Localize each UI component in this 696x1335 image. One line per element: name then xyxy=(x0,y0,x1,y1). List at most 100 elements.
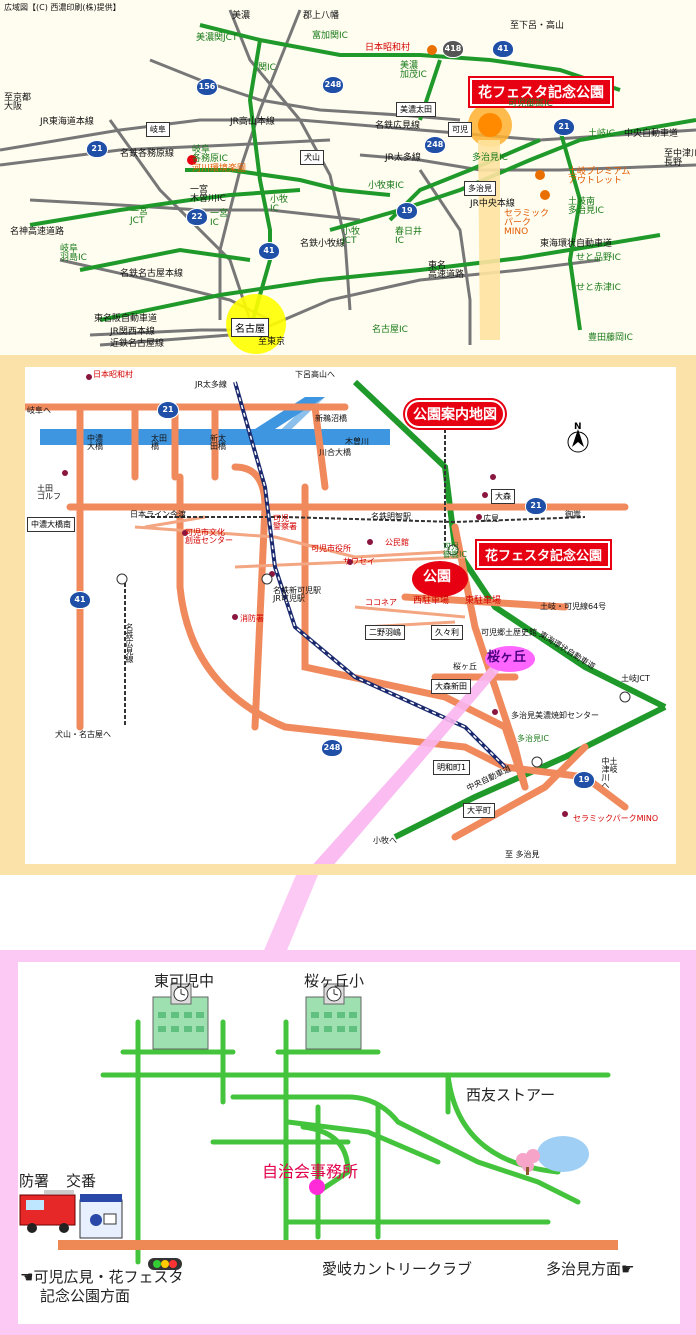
label-jr-takayama: JR高山本線 xyxy=(230,117,275,127)
label-minoh: 美濃 xyxy=(232,11,251,21)
sakuragaoka-es-label: 桜ヶ丘小 xyxy=(304,972,365,990)
route-22-shield: 22 xyxy=(186,208,208,226)
local-area-map: 東可児中 桜ヶ丘小 西友ストアー 自治会事務所 消防署 交番 ☚可児広見・花フェ… xyxy=(18,962,680,1324)
pm-fire: 消防署 xyxy=(240,614,264,623)
label-showamura: 日本昭和村 xyxy=(365,43,411,53)
pm-nijutsu: 二野羽嶋 xyxy=(365,625,405,640)
route-19-shield: 19 xyxy=(396,202,418,220)
label-minoseki-jct: 美濃関JCT xyxy=(196,33,238,43)
label-hashima: 岐阜 羽島IC xyxy=(60,244,87,263)
pm-city-hall: 可児市役所 xyxy=(311,544,351,553)
traffic-light-icon xyxy=(148,1258,182,1270)
aigi-country-club-label: 愛岐カントリークラブ xyxy=(322,1260,473,1278)
label-inuyama: 犬山 xyxy=(300,150,324,165)
pm-gero: 下呂高山へ xyxy=(295,370,335,379)
route-41-shield-s: 41 xyxy=(258,242,280,260)
label-komaki-line: 名鉄小牧線 xyxy=(300,239,346,249)
pm-route-41: 41 xyxy=(69,591,91,609)
label-meishin: 名神高速道路 xyxy=(10,227,65,237)
label-jr-taita: JR太多線 xyxy=(385,153,421,163)
park-map-title: 公園案内地図 xyxy=(405,400,505,428)
pm-toki-nakatsugawa: 土岐 中津川へ xyxy=(601,757,618,789)
police-box-icon xyxy=(79,1194,123,1239)
fire-station-label: 消防署 xyxy=(18,1172,50,1190)
pm-route-21-w: 21 xyxy=(157,401,179,419)
label-gujo: 郡上八幡 xyxy=(303,11,340,21)
sakuragaoka-label: 桜ヶ丘 xyxy=(487,650,527,665)
label-seki-ic: 関IC xyxy=(258,63,276,73)
label-komaki-ic: 小牧 IC xyxy=(270,195,289,214)
pm-kawai: 川合大橋 xyxy=(319,448,351,457)
label-seto-shinano: せと品野IC xyxy=(576,253,621,263)
label-komaki-jct: 小牧 JCT xyxy=(342,227,361,246)
label-premium: 土岐プレミアム アウトレット xyxy=(568,167,631,186)
label-nakatsugawa: 至中津川 長野 xyxy=(664,149,696,168)
pm-shin-ota: 新太 田橋 xyxy=(210,434,226,451)
local-map-roads xyxy=(19,983,618,1270)
pm-route-248: 248 xyxy=(321,739,343,757)
label-tokai-kanjo: 東海環状自動車道 xyxy=(540,239,613,249)
pm-ota: 太田 橋 xyxy=(151,434,167,451)
school-icons xyxy=(152,983,362,1050)
label-kanigotake: 可児御嵩IC xyxy=(508,99,553,109)
route-21-shield-e: 21 xyxy=(553,118,575,136)
label-jr-kansai: JR関西本線 xyxy=(110,327,155,337)
label-kintetsu: 近鉄名古屋線 xyxy=(110,339,165,349)
label-minokamo: 美濃 加茂IC xyxy=(400,61,427,80)
route-248-shield-e: 248 xyxy=(424,136,446,154)
pm-oomori-shinden: 大森新田 xyxy=(431,679,471,694)
label-kasugai: 春日井 IC xyxy=(395,227,423,246)
label-gifu: 岐阜 xyxy=(146,122,170,137)
pm-east-parking: 東駐車場 xyxy=(465,596,502,606)
pm-sakuragaoka-post: 桜ヶ丘 xyxy=(453,662,477,671)
label-toki-ic: 土岐IC xyxy=(588,129,615,139)
pm-gotake-ic: 可児 御嵩IC xyxy=(443,542,467,559)
label-jr-tokaido: JR東海道本線 xyxy=(40,117,94,127)
park-label: 公園 xyxy=(423,569,451,585)
pm-route-21-e: 21 xyxy=(525,497,547,515)
label-minoota: 美濃太田 xyxy=(396,102,436,117)
pm-inuyama: 犬山・名古屋へ xyxy=(55,730,111,739)
pm-komin: 公民館 xyxy=(385,538,409,547)
park-guide-map: 公園案内地図 花フェスタ記念公園 公園 桜ヶ丘 日本昭和村 JR太多線 下呂高山… xyxy=(25,367,676,864)
route-156-shield: 156 xyxy=(196,78,218,96)
label-toki-minami: 土岐南 多治見IC xyxy=(568,197,604,216)
higashi-kani-jhs-label: 東可児中 xyxy=(154,972,215,990)
to-kani-hiromi-label: ☚可児広見・花フェスタ xyxy=(20,1268,184,1286)
pm-sawasei: サワセイ xyxy=(343,557,375,566)
park-badge-wide: 花フェスタ記念公園 xyxy=(470,78,612,106)
pm-oomori: 大森 xyxy=(491,489,515,504)
label-tomei-hanshin: 東名阪自動車道 xyxy=(94,314,158,324)
label-nagoya: 名古屋 xyxy=(231,318,269,337)
pm-hiromi-sta: 広見 xyxy=(483,514,499,523)
route-21-shield-w: 21 xyxy=(86,140,108,158)
label-kawashima: 河川環境楽園 xyxy=(192,164,247,174)
pm-imawatari: 日本ライン今渡 xyxy=(130,510,186,519)
pm-kisogawa: 木曽川 xyxy=(345,437,369,446)
label-seto-akazu: せと赤津IC xyxy=(576,283,621,293)
label-to-tokyo: 至東京 xyxy=(258,337,286,347)
park-badge-guide: 花フェスタ記念公園 xyxy=(477,541,611,568)
to-tajimi-label: 多治見方面☛ xyxy=(546,1260,635,1278)
label-seramikku: セラミック パーク MINO xyxy=(504,209,550,237)
pm-kukuri: 久々利 xyxy=(431,625,463,640)
pm-chuno: 中濃 大橋 xyxy=(87,434,103,451)
pm-toki-jct: 土岐JCT xyxy=(621,674,650,683)
label-toyota-fujioka: 豊田藤岡IC xyxy=(588,333,633,343)
wide-area-map: 広域図【(C) 西濃印刷(株)提供】 花フェスタ記念公園 美濃 郡上八幡 至下呂… xyxy=(0,0,696,355)
pm-hiromi-line: 名鉄広見線 xyxy=(125,623,134,663)
pm-jr-taita: JR太多線 xyxy=(195,380,227,389)
pm-showamura: 日本昭和村 xyxy=(93,370,133,379)
koban-label: 交番 xyxy=(66,1172,97,1190)
to-park-label: 記念公園方面 xyxy=(40,1287,131,1305)
label-kakamigahara-line: 名鉄各務原線 xyxy=(120,149,175,159)
pm-tajimi-ic: 多治見IC xyxy=(517,734,549,743)
pm-toki-kani-64: 土岐・可児線64号 xyxy=(540,602,607,611)
label-tomei: 東名 高速道路 xyxy=(428,261,465,280)
pm-dota: 土田 ゴルフ xyxy=(37,484,61,501)
park-map-roads xyxy=(25,374,667,864)
label-chuo-honsen: JR中央本線 xyxy=(470,199,515,209)
label-kani: 可児 xyxy=(448,122,472,137)
label-nagoya-ic: 名古屋IC xyxy=(372,325,408,335)
route-418-shield: 418 xyxy=(442,40,464,58)
